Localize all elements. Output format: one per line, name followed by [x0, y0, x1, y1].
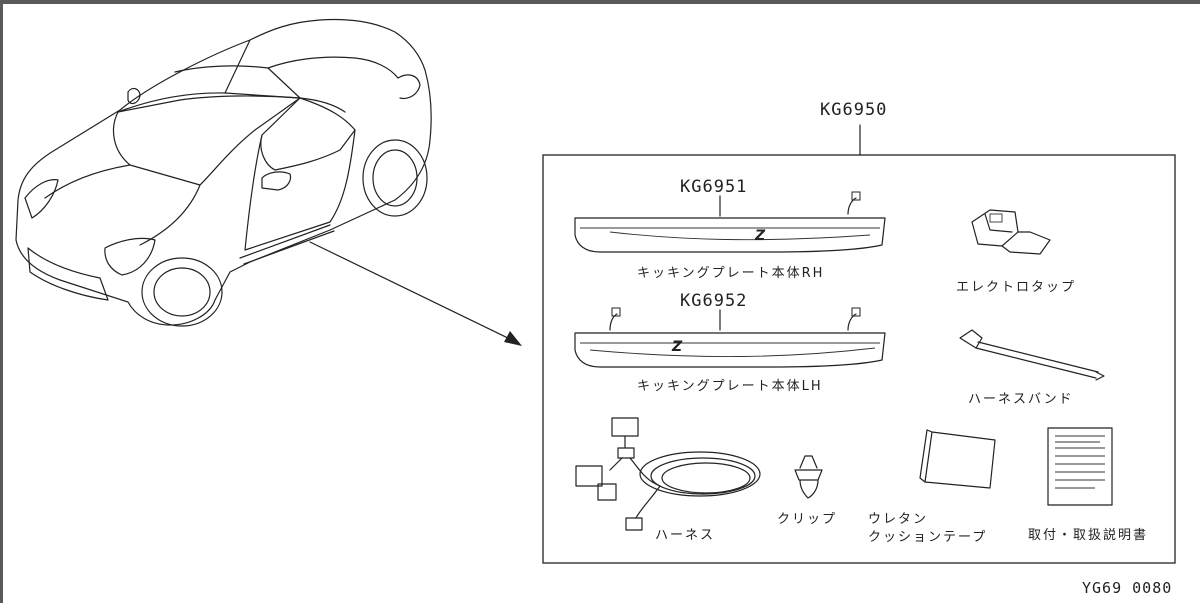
car-illustration [15, 18, 432, 327]
plate-rh-code-label: KG6951 [680, 177, 748, 197]
electro-tap-label: エレクトロタップ [956, 280, 1077, 295]
electro-tap-drawing [971, 209, 1051, 255]
clip-label: クリップ [777, 512, 838, 527]
plate-lh-drawing: Z [574, 307, 886, 368]
harness-band-label: ハーネスバンド [968, 392, 1074, 407]
urethane-tape-label-line1: ウレタン [868, 512, 929, 527]
plate-rh-drawing: Z [574, 191, 886, 253]
kit-box [542, 154, 1176, 564]
plate-lh-name-label: キッキングプレート本体LH [637, 379, 823, 394]
plate-lh-code-label: KG6952 [680, 291, 748, 311]
urethane-tape-label-line2: クッションテープ [868, 530, 988, 545]
manual-label: 取付・取扱説明書 [1028, 528, 1149, 543]
pointer-arrow [309, 241, 522, 346]
harness-band-drawing [959, 329, 1105, 381]
harness-label: ハーネス [655, 528, 716, 543]
top-border [0, 0, 1200, 4]
clip-drawing [794, 455, 823, 499]
figure-id-label: YG69 0080 [1082, 579, 1173, 597]
left-border [0, 0, 3, 603]
plate-rh-name-label: キッキングプレート本体RH [637, 266, 825, 281]
manual-drawing [1047, 427, 1113, 506]
harness-drawing [575, 417, 761, 531]
kit-code-label: KG6950 [820, 100, 888, 120]
urethane-tape-drawing [919, 429, 996, 489]
svg-text:Z: Z [671, 339, 683, 355]
svg-text:Z: Z [754, 228, 766, 244]
